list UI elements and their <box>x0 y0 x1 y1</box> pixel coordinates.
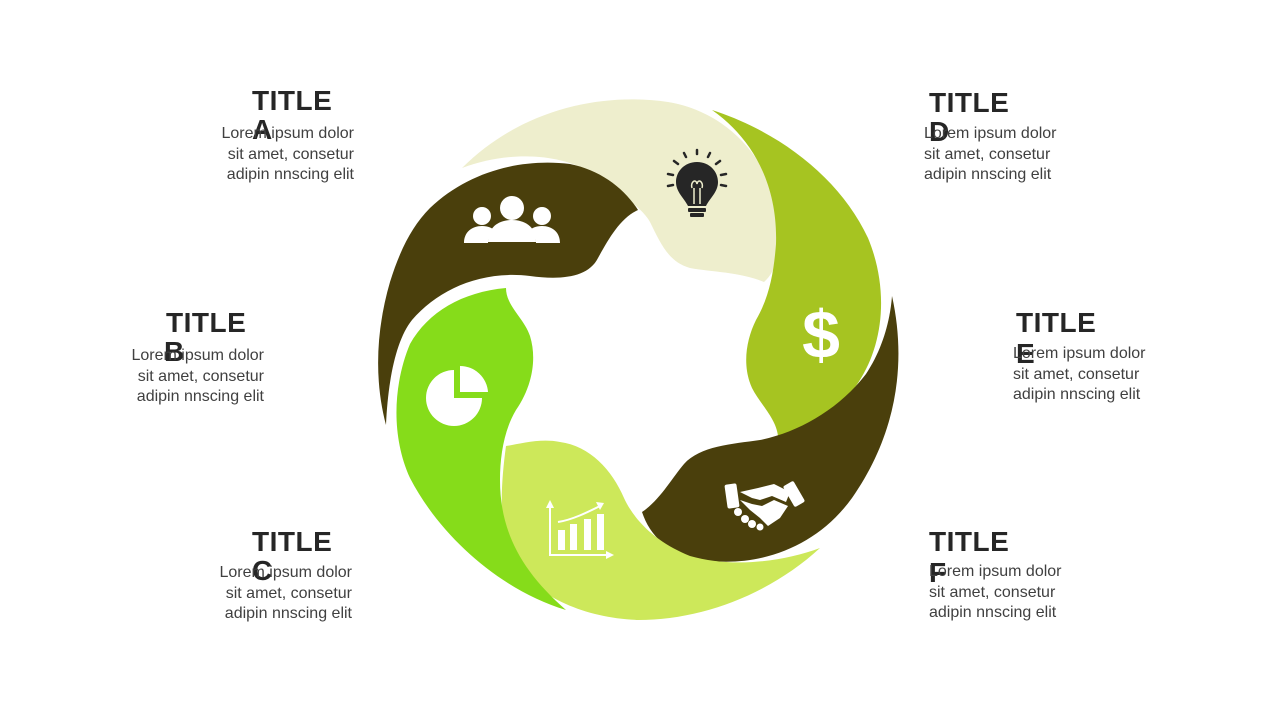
text-b: Lorem ipsum dolor sit amet, consetur adi… <box>114 346 265 408</box>
line: sit amet, consetur <box>1013 365 1140 383</box>
line: Lorem ipsum dolor <box>221 125 355 142</box>
bar-chart-icon <box>546 500 614 559</box>
line: Lorem ipsum dolor <box>219 564 353 581</box>
line: adipin nnscing elit <box>924 166 1052 183</box>
text-a: Lorem ipsum dolor sit amet, consetur adi… <box>204 124 355 186</box>
lightbulb-icon <box>666 148 728 217</box>
line: sit amet, consetur <box>924 145 1051 163</box>
title-f: TITLE <box>929 526 1010 557</box>
svg-text:$: $ <box>802 297 840 373</box>
text-f: Lorem ipsum dolor sit amet, consetur adi… <box>929 562 1079 624</box>
line: sit amet, consetur <box>929 583 1056 601</box>
pie-chart-icon <box>426 365 488 426</box>
title-e: TITLE <box>1016 307 1097 338</box>
dollar-icon: $ <box>802 297 840 373</box>
line: adipin nnscing elit <box>1013 386 1141 403</box>
letter-e: E <box>1016 338 1035 369</box>
letter-a: A <box>252 114 273 145</box>
line: sit amet, consetur <box>137 367 264 385</box>
text-e: Lorem ipsum dolor sit amet, consetur adi… <box>1013 344 1163 406</box>
title-d: TITLE <box>929 87 1010 118</box>
letter-d: D <box>929 116 950 147</box>
text-c: Lorem ipsum dolor sit amet, consetur adi… <box>202 563 353 625</box>
segment-money <box>712 110 882 436</box>
line: adipin nnscing elit <box>929 604 1057 621</box>
line: sit amet, consetur <box>227 145 354 163</box>
text-d: Lorem ipsum dolor sit amet, consetur adi… <box>924 124 1074 186</box>
line: adipin nnscing elit <box>224 605 352 622</box>
letter-b: B <box>164 336 185 367</box>
segment-share <box>396 288 566 610</box>
line: Lorem ipsum dolor <box>929 563 1062 580</box>
segment-growth <box>501 440 820 620</box>
title-b: TITLE <box>166 307 247 338</box>
segment-deal <box>642 296 899 562</box>
letter-c: C <box>252 555 273 586</box>
line: sit amet, consetur <box>225 584 352 602</box>
title-c: TITLE <box>252 526 333 557</box>
line: Lorem ipsum dolor <box>924 125 1057 142</box>
line: adipin nnscing elit <box>226 166 354 183</box>
letter-f: F <box>929 557 947 588</box>
title-a: TITLE <box>252 85 333 116</box>
segment-team <box>378 162 638 425</box>
line: Lorem ipsum dolor <box>1013 345 1146 362</box>
line: adipin nnscing elit <box>136 388 264 405</box>
people-icon <box>464 196 560 243</box>
handshake-icon <box>724 481 805 531</box>
line: Lorem ipsum dolor <box>131 347 265 364</box>
